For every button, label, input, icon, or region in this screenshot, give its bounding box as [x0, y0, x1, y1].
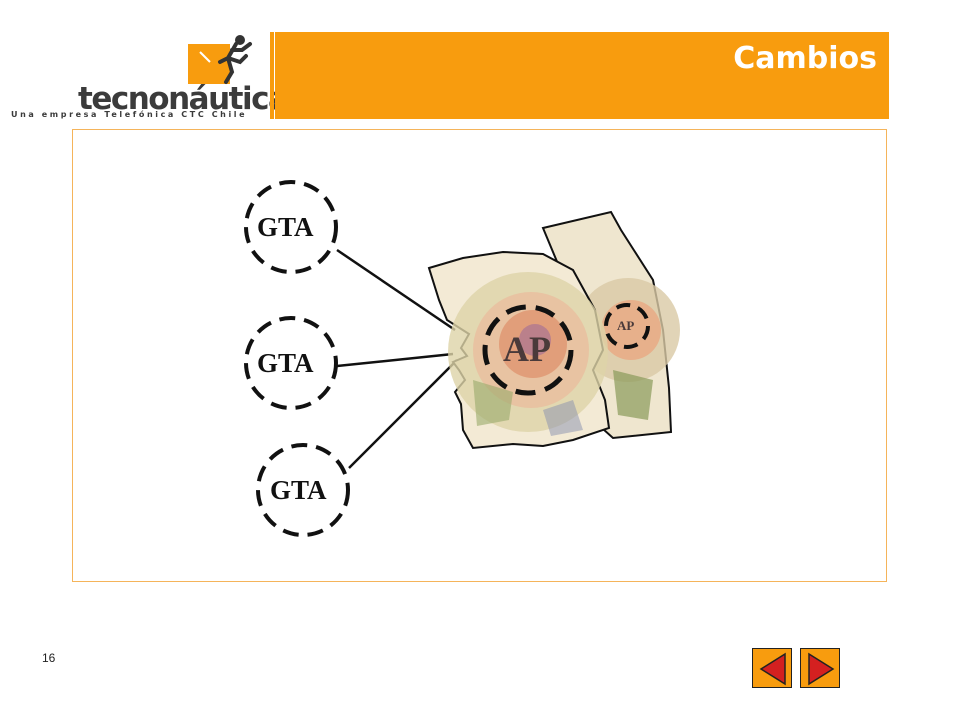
ap-small-circle	[604, 303, 650, 349]
connector-line	[336, 248, 456, 332]
ap-main-circle	[482, 304, 574, 396]
title-divider	[270, 32, 274, 119]
triangle-right-icon	[808, 652, 835, 686]
slide-title: Cambios	[733, 41, 877, 76]
gta-ap-diagram	[244, 180, 680, 537]
triangle-left-icon	[759, 652, 786, 686]
company-logo: tecnonáutica	[70, 32, 289, 124]
gta-label: GTA	[257, 212, 314, 242]
gta-label: GTA	[257, 348, 314, 378]
logo-runner-icon	[188, 35, 252, 84]
head-profiles-illustration	[427, 210, 680, 450]
gta-circle	[244, 316, 338, 410]
gta-label: GTA	[270, 475, 327, 505]
gta-circle	[244, 180, 338, 274]
previous-slide-button[interactable]	[752, 648, 792, 688]
connector-line	[348, 359, 458, 469]
title-bar: Cambios	[275, 32, 889, 119]
ap-small-label: AP	[617, 318, 635, 333]
next-slide-button[interactable]	[800, 648, 840, 688]
logo-tagline: Una empresa Telefónica CTC Chile	[11, 110, 248, 119]
gta-circle	[256, 443, 350, 537]
ap-main-label: AP	[503, 329, 551, 369]
connector-line	[336, 352, 454, 368]
content-frame: GTA GTA GTA AP AP	[72, 129, 887, 582]
logo-wordmark: tecnonáutica	[78, 81, 289, 117]
slide-number: 16	[42, 651, 56, 665]
